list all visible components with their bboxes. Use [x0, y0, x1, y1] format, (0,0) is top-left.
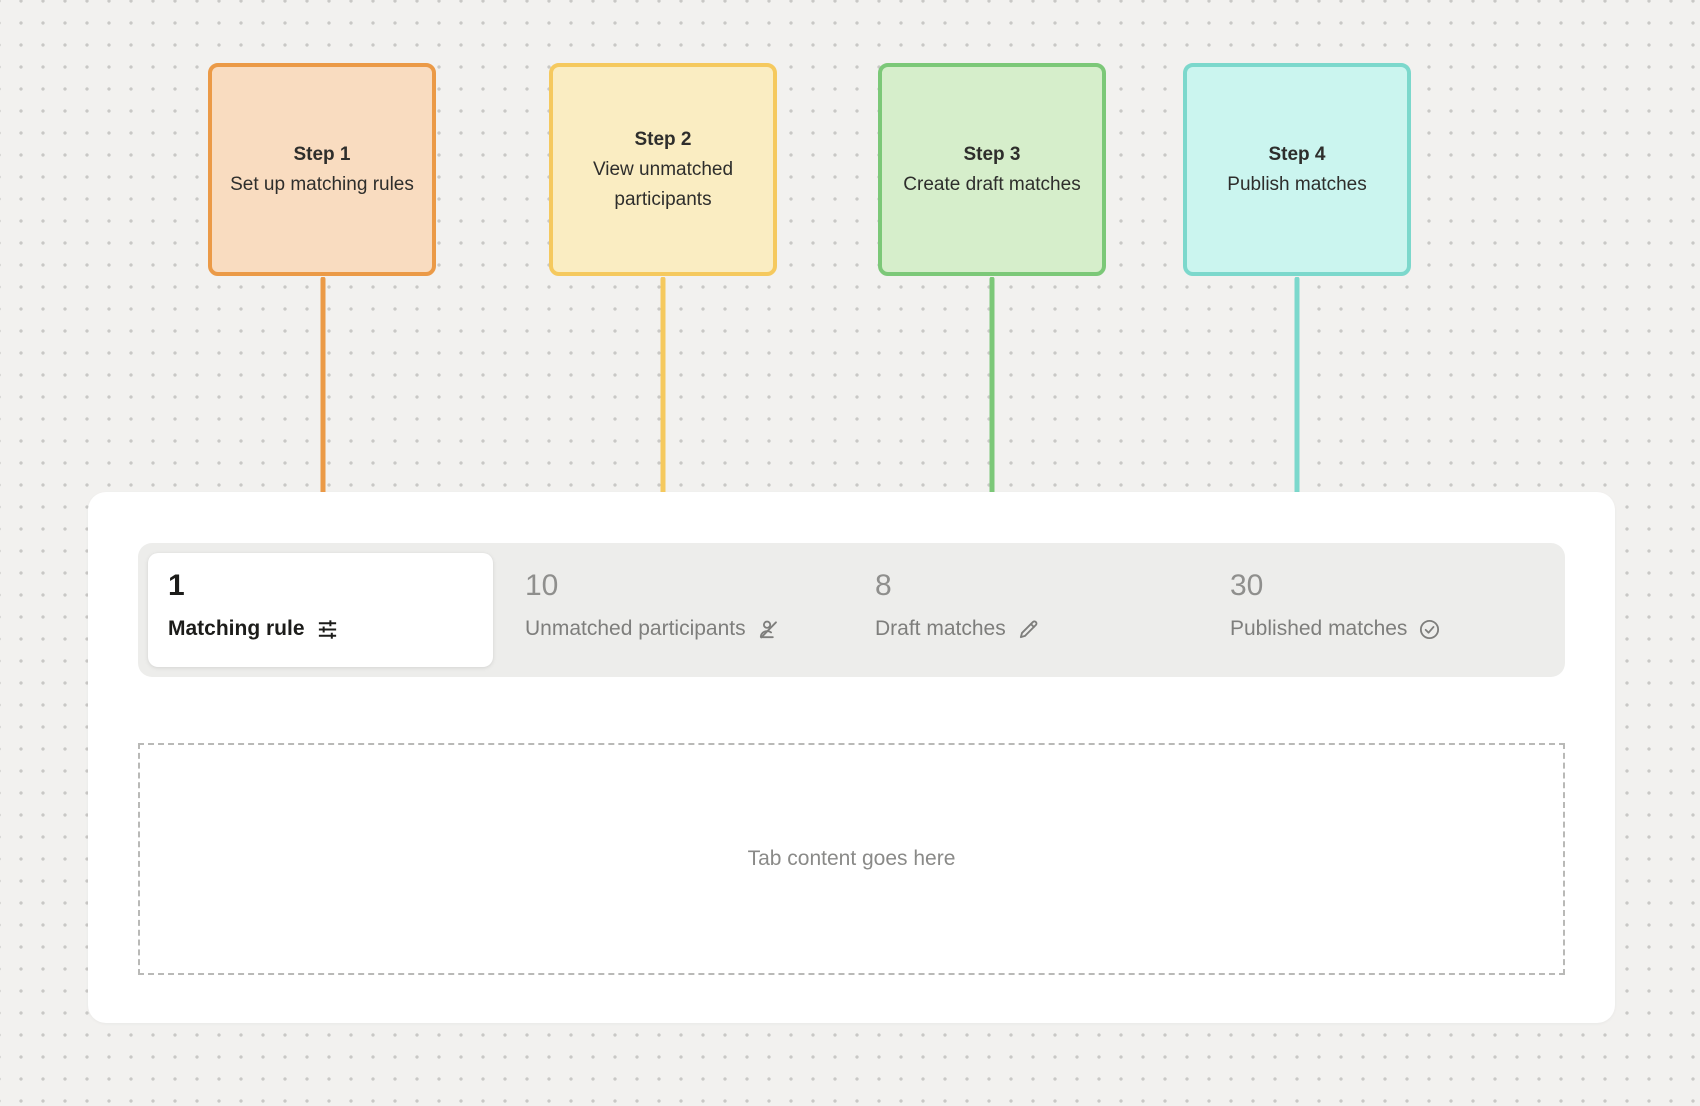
tab-list: 1 Matching rule 10 Unmatched particip	[138, 543, 1565, 677]
step-box-1: Step 1 Set up matching rules	[208, 63, 436, 276]
step-description: Set up matching rules	[230, 173, 414, 195]
step-description: Publish matches	[1227, 173, 1367, 195]
tabs-card: 1 Matching rule 10 Unmatched particip	[88, 492, 1615, 1023]
tab-label: Matching rule	[168, 617, 305, 640]
sliders-icon	[316, 618, 339, 641]
tab-matching-rule[interactable]: 1 Matching rule	[168, 569, 339, 642]
tab-count: 30	[1230, 569, 1264, 602]
step-title: Step 1	[293, 143, 351, 165]
step-description: Create draft matches	[903, 173, 1081, 195]
tab-unmatched-participants[interactable]: 10 Unmatched participants	[525, 569, 780, 642]
tab-published-matches[interactable]: 30 Published matches	[1230, 569, 1441, 642]
step-box-3: Step 3 Create draft matches	[878, 63, 1106, 276]
step-title: Step 2	[634, 128, 692, 150]
step-title: Step 3	[963, 143, 1021, 165]
tab-label: Unmatched participants	[525, 617, 746, 640]
tab-draft-matches[interactable]: 8 Draft matches	[875, 569, 1040, 642]
user-slash-icon	[757, 618, 780, 641]
step-description: View unmatched participants	[592, 158, 734, 210]
step-title: Step 4	[1268, 143, 1326, 165]
tab-count: 1	[168, 569, 185, 602]
tab-content-placeholder-text: Tab content goes here	[747, 847, 956, 870]
pencil-icon	[1017, 618, 1040, 641]
active-tab-pill	[148, 553, 493, 667]
step-box-2: Step 2 View unmatched participants	[549, 63, 777, 276]
tab-count: 8	[875, 569, 892, 602]
step-box-4: Step 4 Publish matches	[1183, 63, 1411, 276]
tab-count: 10	[525, 569, 559, 602]
tab-content-area: Tab content goes here	[138, 743, 1565, 975]
tab-label: Published matches	[1230, 617, 1408, 640]
tab-label: Draft matches	[875, 617, 1006, 640]
check-circle-icon	[1418, 618, 1441, 641]
